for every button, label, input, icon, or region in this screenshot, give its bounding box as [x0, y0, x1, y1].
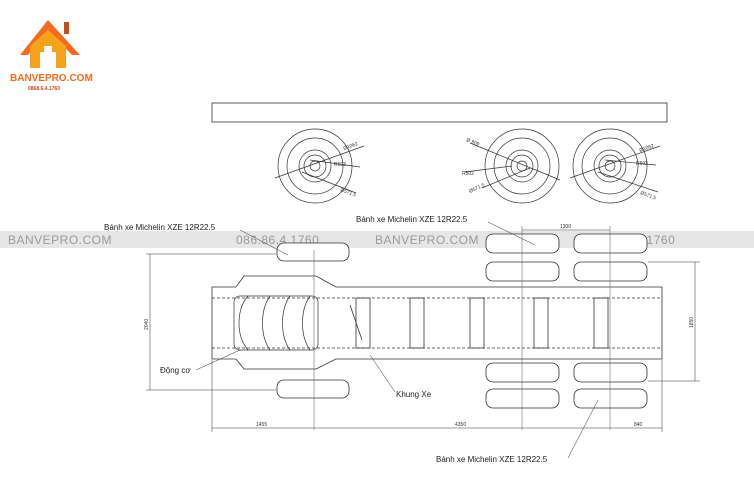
- tire-front-bottom: [276, 379, 350, 399]
- label-tire-top-right: Bánh xe Michelin XZE 12R22.5: [356, 215, 468, 224]
- watermark-text-3: BANVEPRO.COM: [375, 233, 479, 247]
- tire-rear2-bottom-outer: [573, 388, 648, 409]
- tire-rear2-top-outer: [573, 233, 648, 254]
- label-frame: Khung Xe: [396, 390, 432, 399]
- dim-width: 2040: [144, 319, 150, 330]
- dim-rear-overhang: 840: [634, 422, 643, 428]
- tire-rear1-top-inner: [485, 261, 560, 282]
- logo-brand: BANVEPRO.COM: [10, 73, 93, 84]
- wheel-view-2: [464, 128, 561, 204]
- tire-rear1-bottom-outer: [485, 388, 560, 409]
- dim-rear-width: 1850: [689, 317, 695, 328]
- label-tire-bottom: Bánh xe Michelin XZE 12R22.5: [436, 455, 548, 464]
- w3-callout-0: Ø1062: [639, 143, 655, 154]
- chassis-frame: [211, 275, 663, 370]
- label-tire-top-left: Bánh xe Michelin XZE 12R22.5: [104, 223, 216, 232]
- w1-callout-0: Ø1062: [343, 141, 359, 152]
- engine-block: [233, 295, 319, 351]
- banvepro-logo: BANVEPRO.COM 0868.6.4.1760: [10, 20, 93, 92]
- tire-rear1-top-outer: [485, 233, 560, 254]
- tire-rear2-top-inner: [573, 261, 648, 282]
- plan-tires: [276, 233, 648, 409]
- w3-callout-1: R603: [636, 161, 648, 167]
- dim-front-overhang: 1455: [256, 422, 267, 428]
- tire-rear2-bottom-inner: [573, 362, 648, 383]
- wheel-view-3: [569, 128, 661, 204]
- tire-front-top: [276, 242, 350, 262]
- label-engine: Động cơ: [160, 366, 191, 375]
- w3-callout-2: Ø571.5: [639, 190, 657, 201]
- wheel-view-1: [274, 128, 365, 204]
- w1-callout-1: R603: [334, 162, 346, 168]
- watermark-text-1: BANVEPRO.COM: [8, 233, 112, 247]
- logo-phone: 0868.6.4.1760: [28, 86, 60, 92]
- dimension-lines: [146, 229, 700, 432]
- w2-callout-1: R502: [462, 171, 474, 177]
- dim-axle-spacing: 1300: [560, 224, 571, 230]
- w2-callout-0: Ø 909: [465, 137, 480, 147]
- dim-wheelbase: 4350: [455, 422, 466, 428]
- tire-rear1-bottom-inner: [485, 362, 560, 383]
- w2-callout-2: Ø571.5: [468, 182, 486, 194]
- w1-callout-2: Ø571.5: [339, 187, 357, 198]
- watermark-band: [0, 231, 754, 248]
- side-view-bed: [211, 102, 668, 123]
